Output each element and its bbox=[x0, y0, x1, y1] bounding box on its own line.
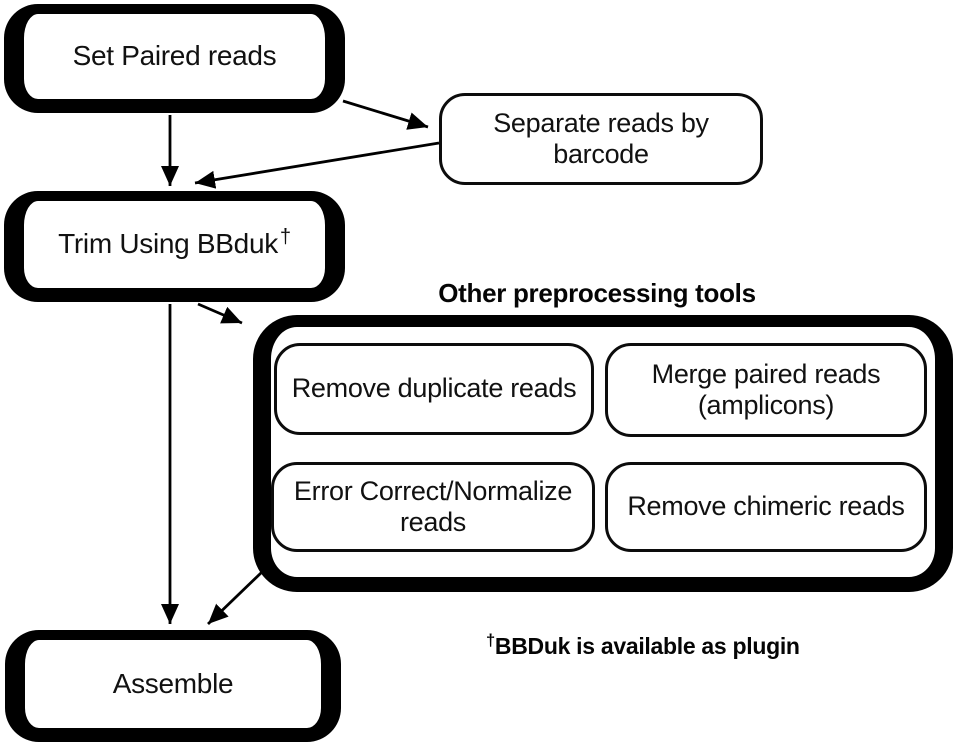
node-assemble-label: Assemble bbox=[112, 667, 234, 699]
tool-remove-chimeric-reads: Remove chimeric reads bbox=[605, 462, 927, 552]
node-assemble: Assemble bbox=[5, 630, 341, 742]
node-separate-reads-by-barcode-label: Separate reads by barcode bbox=[493, 107, 709, 169]
footnote-text: BBDuk is available as plugin bbox=[494, 633, 800, 659]
node-separate-reads-by-barcode: Separate reads by barcode bbox=[439, 93, 763, 185]
node-set-paired-reads-label: Set Paired reads bbox=[72, 40, 277, 72]
footnote-dagger-superscript: † bbox=[486, 630, 495, 650]
tool-error-correct-normalize-reads: Error Correct/Normalize reads bbox=[271, 462, 595, 552]
preprocessing-group-container: Remove duplicate reads Merge paired read… bbox=[253, 315, 953, 592]
arrow-set-to-separate bbox=[342, 99, 429, 130]
arrow-separate-to-trim bbox=[194, 141, 440, 189]
arrow-group-to-assemble bbox=[207, 570, 263, 626]
preprocessing-group-title: Other preprocessing tools bbox=[438, 278, 756, 308]
tool-remove-duplicate-reads: Remove duplicate reads bbox=[274, 343, 594, 435]
trim-label-text: Trim Using BBduk bbox=[58, 228, 278, 260]
tool-remove-chimeric-reads-label: Remove chimeric reads bbox=[627, 491, 905, 522]
arrow-trim-to-group bbox=[197, 302, 243, 325]
footnote: †BBDuk is available as plugin bbox=[486, 630, 800, 660]
dagger-superscript: † bbox=[279, 226, 291, 249]
tool-error-correct-normalize-reads-label: Error Correct/Normalize reads bbox=[293, 475, 573, 537]
node-set-paired-reads: Set Paired reads bbox=[4, 4, 345, 113]
tool-merge-paired-reads: Merge paired reads (amplicons) bbox=[605, 343, 927, 437]
tool-merge-paired-reads-label: Merge paired reads (amplicons) bbox=[651, 358, 881, 420]
tool-remove-duplicate-reads-label: Remove duplicate reads bbox=[291, 373, 577, 404]
node-trim-using-bbduk: Trim Using BBduk† bbox=[4, 191, 345, 302]
node-trim-using-bbduk-label: Trim Using BBduk† bbox=[58, 226, 291, 260]
